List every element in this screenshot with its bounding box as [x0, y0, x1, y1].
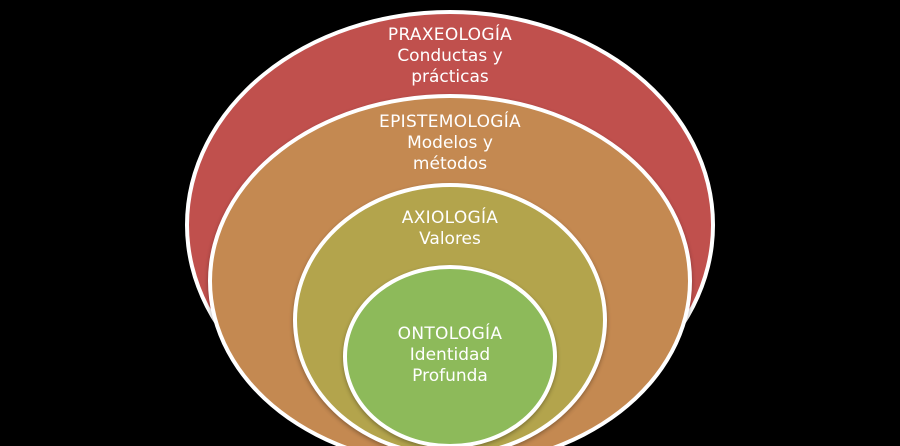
venn-ring-ontologia — [343, 265, 557, 446]
